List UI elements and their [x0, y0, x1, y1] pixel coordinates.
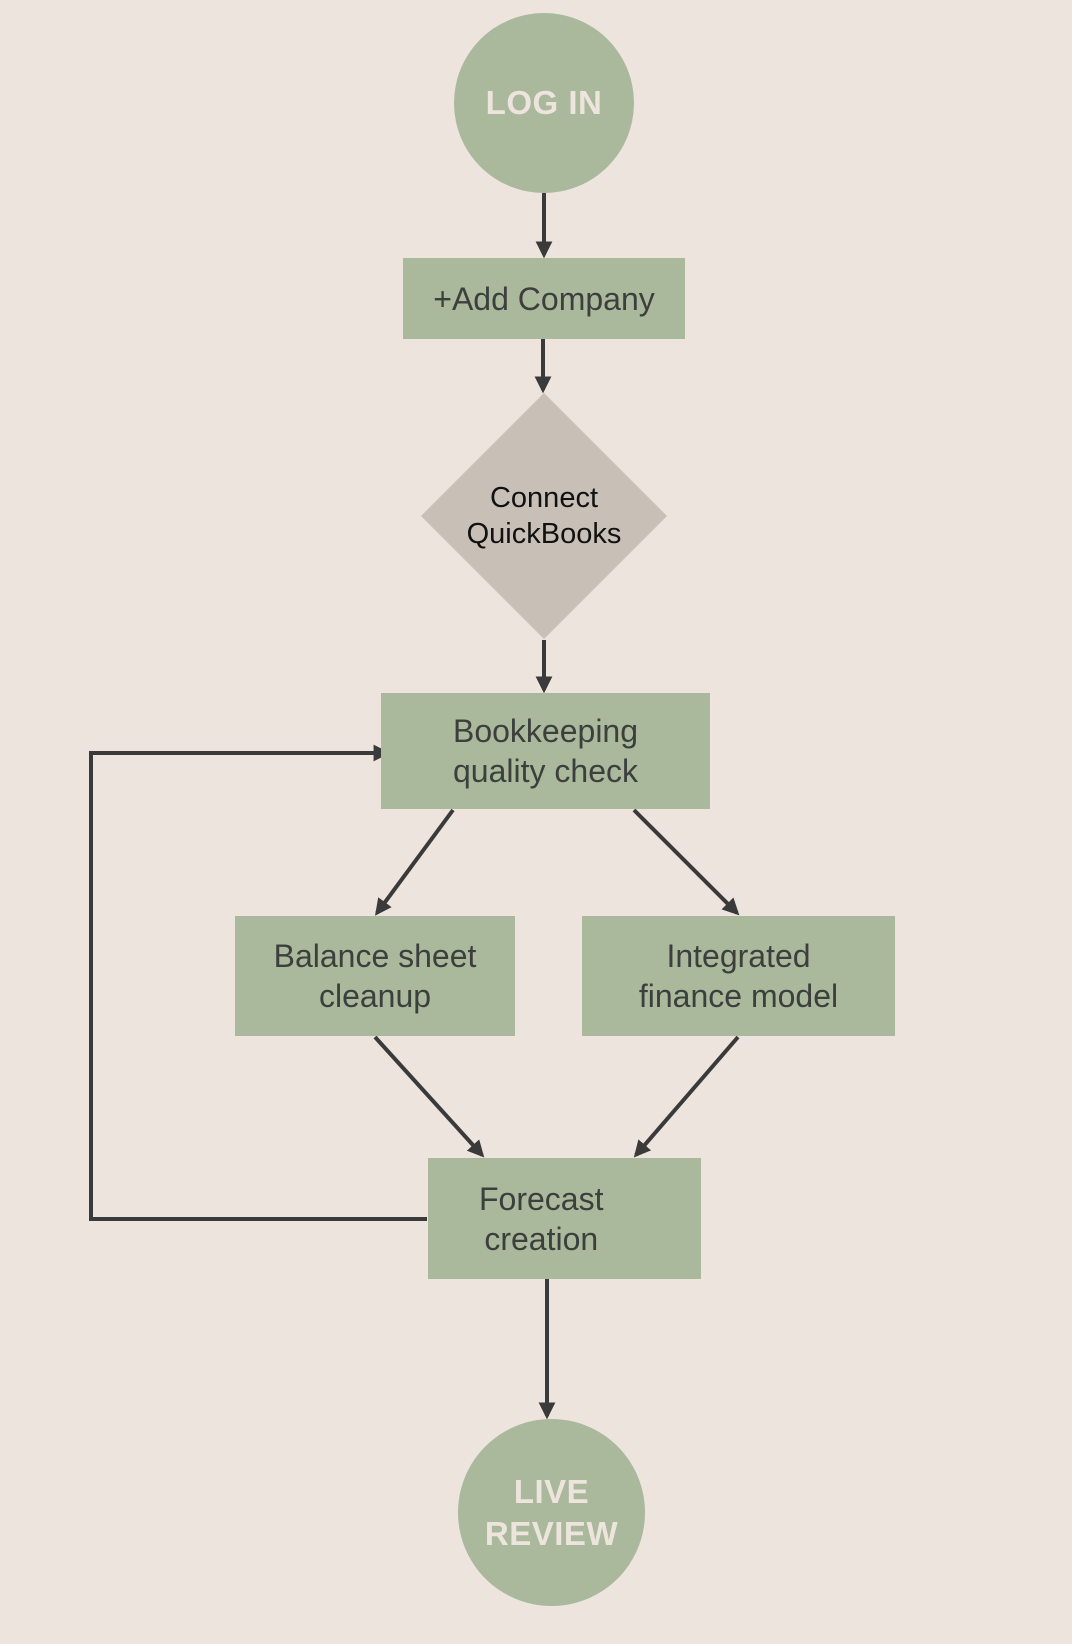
edge-bookkeeping-to-integrated: [632, 808, 740, 916]
node-bookkeeping-quality-check: Bookkeeping quality check: [381, 693, 710, 809]
node-label: Integrated finance model: [638, 938, 839, 1014]
node-add-company: +Add Company: [403, 258, 685, 339]
node-label: +Add Company: [433, 280, 655, 317]
edge-integrated-to-forecast: [633, 1035, 740, 1158]
node-login: LOG IN: [454, 13, 634, 193]
node-label: LOG IN: [485, 84, 603, 121]
node-connect-quickbooks: Connect QuickBooks: [420, 392, 668, 640]
node-label: Connect QuickBooks: [466, 482, 622, 550]
edge-loop-forecast-to-bookkeeping: [89, 744, 427, 1221]
node-label: Bookkeeping quality check: [452, 713, 639, 789]
node-forecast-creation: Forecast creation: [428, 1158, 701, 1279]
node-balance-sheet-cleanup: Balance sheet cleanup: [235, 916, 515, 1036]
node-label: LIVE REVIEW: [484, 1472, 619, 1552]
edge-balance-to-forecast: [373, 1035, 485, 1158]
edge-bookkeeping-to-balance: [375, 808, 455, 916]
node-integrated-finance-model: Integrated finance model: [582, 916, 895, 1036]
node-label: Balance sheet cleanup: [273, 938, 477, 1014]
node-label: Forecast creation: [479, 1180, 604, 1257]
node-live-review: LIVE REVIEW: [458, 1419, 645, 1606]
